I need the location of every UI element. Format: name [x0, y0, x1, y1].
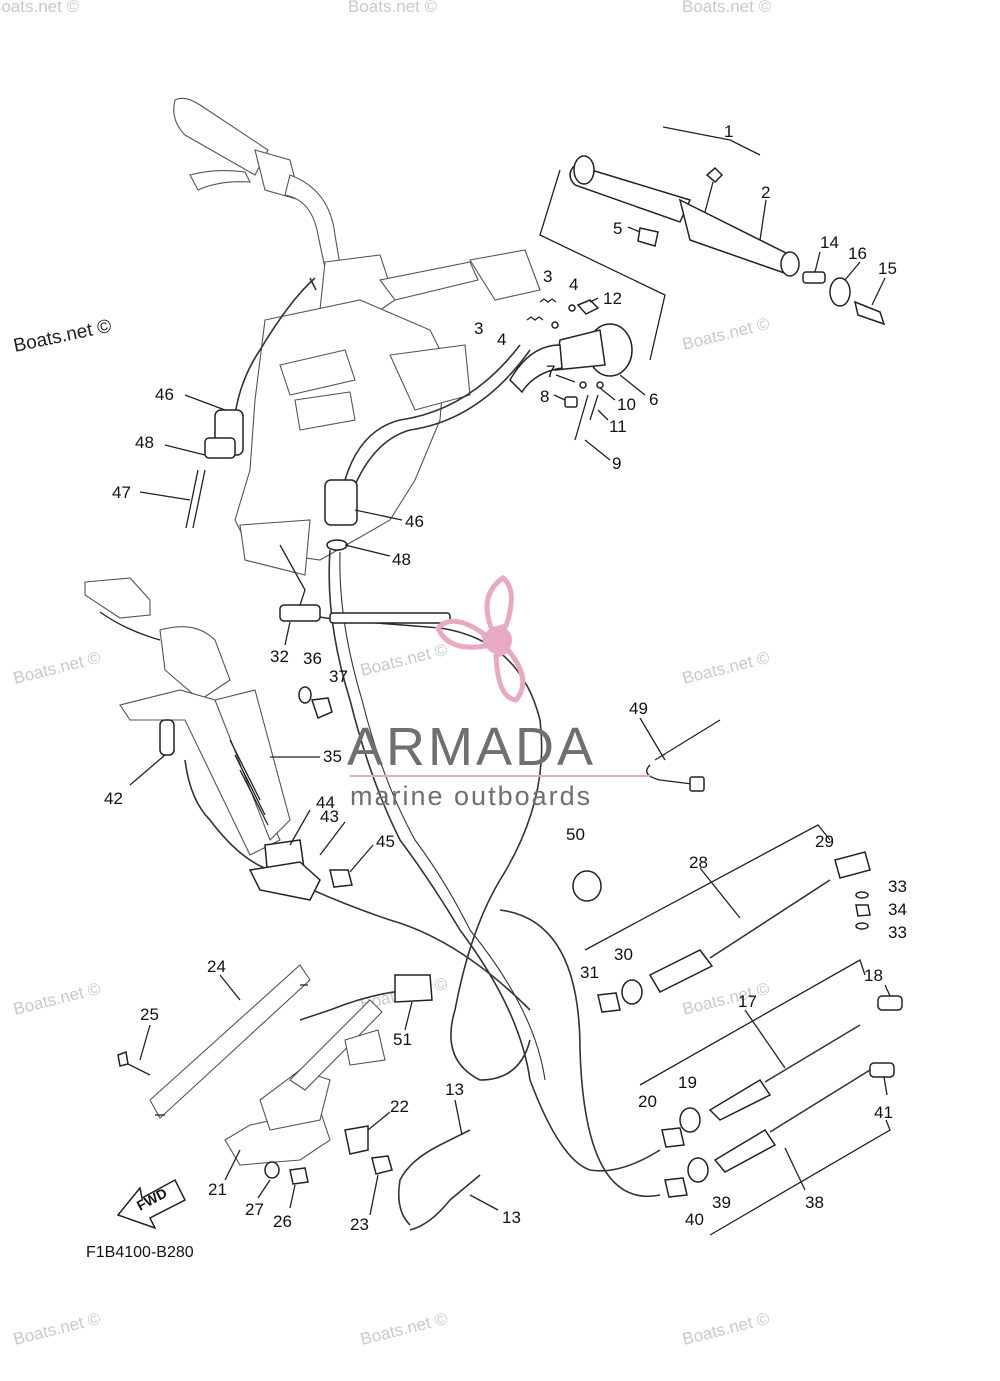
leader-lines [129, 126, 891, 1216]
callout-7: 7 [546, 362, 555, 381]
brand-name: ARMADA [347, 717, 596, 777]
lower-bracket-assembly [117, 964, 481, 1231]
watermark-text: Boats.net © [12, 316, 114, 357]
callout-46a: 46 [155, 385, 174, 404]
callout-27: 27 [245, 1200, 264, 1219]
callout-44: 44 [316, 793, 335, 812]
callout-21: 21 [208, 1180, 227, 1199]
callout-3b: 3 [474, 319, 483, 338]
callout-18: 18 [864, 966, 883, 985]
callout-41: 41 [874, 1103, 893, 1122]
callout-47: 47 [112, 483, 131, 502]
watermark-text: Boats.net © [348, 0, 438, 16]
callout-50: 50 [566, 825, 585, 844]
callout-35: 35 [323, 747, 342, 766]
callout-23: 23 [350, 1215, 369, 1234]
callout-4b: 4 [497, 330, 506, 349]
callout-48a: 48 [135, 433, 154, 452]
watermark-text: Boats.net © [11, 979, 102, 1019]
callout-5: 5 [613, 219, 622, 238]
watermark-text: Boats.net © [0, 0, 80, 16]
callout-15: 15 [878, 259, 897, 278]
watermark-text: Boats.net © [680, 1309, 771, 1349]
watermark-text: Boats.net © [680, 979, 771, 1019]
callout-36: 36 [303, 649, 322, 668]
callout-25: 25 [140, 1005, 159, 1024]
callout-13a: 13 [445, 1080, 464, 1099]
callout-2: 2 [761, 183, 770, 202]
armada-logo: ARMADA marine outboards [347, 574, 650, 811]
callout-40: 40 [685, 1210, 704, 1229]
right-grip-assembly [509, 155, 886, 441]
callout-20: 20 [638, 1092, 657, 1111]
callout-42: 42 [104, 789, 123, 808]
callout-3a: 3 [543, 267, 552, 286]
callout-37: 37 [329, 667, 348, 686]
callout-48b: 48 [392, 550, 411, 569]
callout-4a: 4 [569, 275, 578, 294]
callout-29: 29 [815, 832, 834, 851]
watermark-text: Boats.net © [358, 1309, 449, 1349]
callout-51: 51 [393, 1030, 412, 1049]
watermark-text: Boats.net © [358, 640, 449, 680]
right-cables [572, 719, 903, 1236]
callout-14: 14 [820, 233, 839, 252]
callout-39: 39 [712, 1193, 731, 1212]
watermark-text: Boats.net © [11, 1309, 102, 1349]
callout-1: 1 [724, 122, 733, 141]
callout-8: 8 [540, 387, 549, 406]
callout-31: 31 [580, 963, 599, 982]
watermark-text: Boats.net © [680, 314, 771, 354]
callout-43: 43 [320, 807, 339, 826]
callout-26: 26 [273, 1212, 292, 1231]
callout-17: 17 [738, 992, 757, 1011]
callout-22: 22 [390, 1097, 409, 1116]
handlebar-assembly [173, 97, 541, 606]
figure-code: F1B4100-B280 [86, 1244, 194, 1261]
callout-9: 9 [612, 454, 621, 473]
forward-arrow: FWD [116, 1178, 187, 1230]
callout-34: 34 [888, 900, 907, 919]
callout-33a: 33 [888, 877, 907, 896]
callout-32: 32 [270, 647, 289, 666]
callout-6: 6 [649, 390, 658, 409]
brand-tagline: marine outboards [350, 781, 592, 811]
callout-10: 10 [617, 395, 636, 414]
callout-49: 49 [629, 699, 648, 718]
callout-12: 12 [603, 289, 622, 308]
watermark-text: Boats.net © [11, 648, 102, 688]
callout-38: 38 [805, 1193, 824, 1212]
callout-33b: 33 [888, 923, 907, 942]
callout-19: 19 [678, 1073, 697, 1092]
callout-28: 28 [689, 853, 708, 872]
callout-46b: 46 [405, 512, 424, 531]
callout-24: 24 [207, 957, 226, 976]
callout-13b: 13 [502, 1208, 521, 1227]
callout-16: 16 [848, 244, 867, 263]
propeller-icon [435, 574, 526, 703]
pedal-assembly [84, 577, 531, 1011]
callout-labels: 1 2 3 3 4 4 5 6 7 8 9 10 11 12 13 13 14 … [104, 122, 907, 1234]
callout-30: 30 [614, 945, 633, 964]
callout-45: 45 [376, 832, 395, 851]
callout-11: 11 [609, 417, 627, 436]
watermark-text: Boats.net © [680, 648, 771, 688]
watermark-text: Boats.net © [682, 0, 772, 16]
